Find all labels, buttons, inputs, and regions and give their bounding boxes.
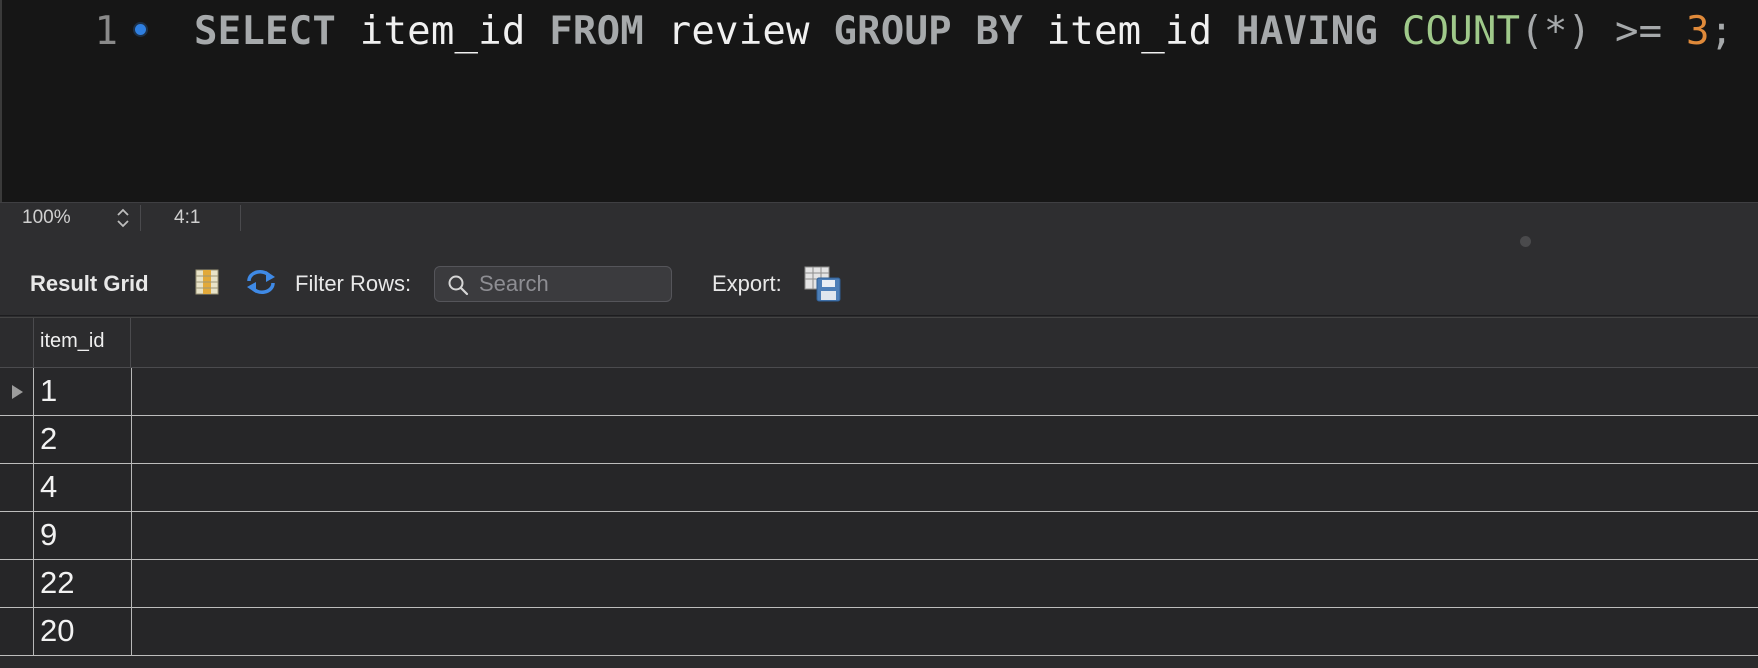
search-icon — [447, 274, 469, 296]
sql-token: SELECT — [194, 8, 337, 54]
table-row[interactable]: 2 — [0, 416, 1758, 464]
sql-token — [810, 9, 834, 54]
table-row[interactable]: 20 — [0, 608, 1758, 656]
row-selector[interactable] — [0, 608, 34, 656]
table-cell[interactable]: 1 — [35, 368, 132, 416]
sql-token: item_id — [1046, 8, 1213, 54]
result-grid-tab[interactable]: Result Grid — [30, 271, 149, 296]
status-divider — [140, 205, 141, 231]
sql-token — [1023, 9, 1047, 54]
sql-token: COUNT — [1401, 8, 1521, 54]
grid-header: item_id — [0, 318, 1758, 368]
sql-token: item_id — [359, 8, 526, 54]
row-selector-header[interactable] — [0, 318, 34, 368]
sql-token — [1662, 9, 1686, 54]
sql-token — [526, 9, 550, 54]
column-header-item-id[interactable]: item_id — [35, 318, 131, 368]
indicator-dot-icon — [1520, 236, 1531, 247]
sql-token — [1378, 9, 1402, 54]
row-selector[interactable] — [0, 368, 34, 416]
table-cell[interactable]: 2 — [35, 416, 132, 464]
row-selector[interactable] — [0, 512, 34, 560]
sql-token — [1212, 9, 1236, 54]
column-header-label: item_id — [40, 330, 105, 352]
row-selector[interactable] — [0, 560, 34, 608]
row-selector[interactable] — [0, 416, 34, 464]
cursor-position: 4:1 — [174, 207, 201, 228]
current-row-arrow-icon — [12, 385, 23, 399]
status-divider — [240, 205, 241, 231]
sql-token: FROM — [549, 8, 644, 54]
table-cell[interactable]: 9 — [35, 512, 132, 560]
sql-token: GROUP BY — [833, 8, 1023, 54]
sql-token: 3 — [1686, 8, 1710, 54]
line-number: 1 — [94, 8, 118, 54]
refresh-icon[interactable] — [244, 268, 278, 296]
zoom-level: 100% — [22, 207, 71, 228]
sql-token: HAVING — [1236, 8, 1379, 54]
filter-rows-label: Filter Rows: — [295, 271, 412, 296]
table-row[interactable]: 9 — [0, 512, 1758, 560]
export-label: Export: — [712, 271, 782, 296]
code-line[interactable]: 1 SELECT item_id FROM review GROUP BY it… — [2, 6, 1758, 56]
table-row[interactable]: 1 — [0, 368, 1758, 416]
sql-editor[interactable]: 1 SELECT item_id FROM review GROUP BY it… — [0, 0, 1758, 202]
line-marker-icon — [135, 24, 146, 35]
sql-token: (*) >= — [1520, 8, 1663, 54]
filter-search-box[interactable] — [434, 266, 672, 302]
row-selector[interactable] — [0, 464, 34, 512]
zoom-stepper-icon[interactable] — [114, 205, 132, 231]
result-toolbar: Result Grid Filter Rows: Export: — [0, 232, 1758, 316]
sql-token: review — [667, 8, 810, 54]
table-row[interactable]: 4 — [0, 464, 1758, 512]
sql-token: ; — [1709, 8, 1734, 54]
table-cell[interactable]: 20 — [35, 608, 132, 656]
table-cell[interactable]: 4 — [35, 464, 132, 512]
sql-statement[interactable]: SELECT item_id FROM review GROUP BY item… — [194, 9, 1733, 54]
form-editor-icon[interactable] — [194, 268, 220, 296]
sql-token — [644, 9, 668, 54]
filter-search-input[interactable] — [479, 270, 665, 298]
table-cell[interactable]: 22 — [35, 560, 132, 608]
export-icon[interactable] — [804, 266, 842, 302]
sql-token — [336, 9, 360, 54]
editor-status-bar: 100% 4:1 — [0, 202, 1758, 232]
table-row[interactable]: 22 — [0, 560, 1758, 608]
